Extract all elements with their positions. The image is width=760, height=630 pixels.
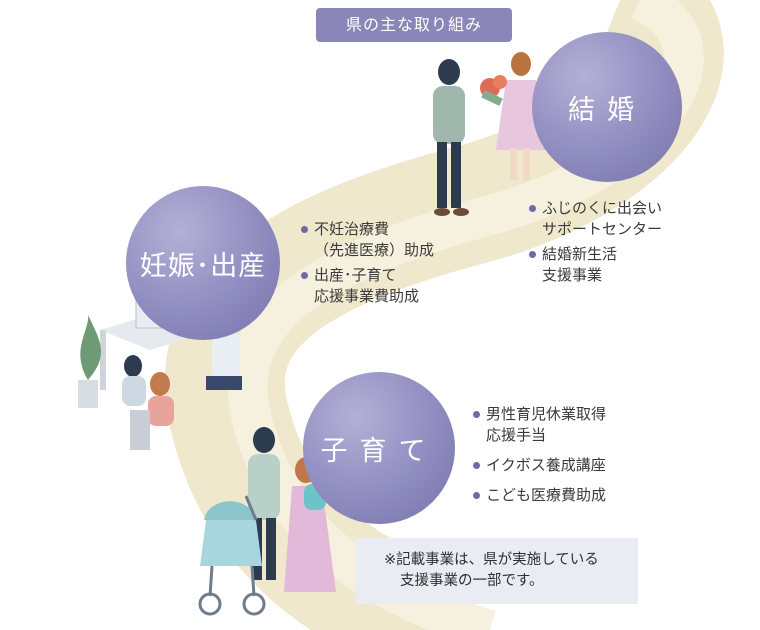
footnote-box: ※記載事業は、県が実施している 支援事業の一部です。 bbox=[356, 538, 638, 604]
list-item-line: 不妊治療費 bbox=[314, 220, 390, 238]
footnote-line: ※記載事業は、県が実施している bbox=[384, 552, 599, 568]
list-item-line: （先進医療）助成 bbox=[314, 241, 435, 259]
pregnancy-circle: 妊娠･出産 bbox=[126, 186, 280, 340]
list-item: 不妊治療費 （先進医療）助成 bbox=[300, 219, 434, 261]
list-item-line: 支援事業 bbox=[542, 266, 603, 284]
list-item-line: 応援事業費助成 bbox=[314, 287, 420, 305]
family-figures bbox=[198, 427, 336, 616]
list-item: こども医療費助成 bbox=[472, 485, 606, 506]
list-item-line: こども医療費助成 bbox=[486, 486, 607, 504]
pregnancy-title: 妊娠･出産 bbox=[139, 250, 267, 282]
list-item-line: イクボス養成講座 bbox=[486, 456, 606, 474]
list-item-line: 男性育児休業取得 bbox=[486, 405, 607, 423]
marriage-title: 結婚 bbox=[568, 94, 646, 126]
list-item-line: 結婚新生活 bbox=[542, 245, 618, 263]
list-item: 出産･子育て 応援事業費助成 bbox=[300, 265, 434, 307]
list-item-line: ふじのくに出会い bbox=[542, 199, 663, 217]
childcare-circle: 子育て bbox=[303, 372, 455, 524]
marriage-circle: 結婚 bbox=[532, 32, 682, 182]
list-item: 男性育児休業取得 応援手当 bbox=[472, 404, 606, 446]
couple-figures bbox=[433, 52, 546, 216]
list-item: 結婚新生活 支援事業 bbox=[528, 244, 662, 286]
list-item-line: 出産･子育て bbox=[314, 266, 397, 284]
footnote-line: 支援事業の一部です。 bbox=[400, 573, 544, 589]
list-item-line: 応援手当 bbox=[486, 426, 547, 444]
marriage-program-list: ふじのくに出会い サポートセンター 結婚新生活 支援事業 bbox=[528, 198, 662, 290]
section-tag: 県の主な取り組み bbox=[316, 8, 512, 42]
childcare-title: 子育て bbox=[320, 435, 438, 467]
list-item-line: サポートセンター bbox=[542, 220, 663, 238]
childcare-program-list: 男性育児休業取得 応援手当 イクボス養成講座 こども医療費助成 bbox=[472, 404, 606, 515]
list-item: ふじのくに出会い サポートセンター bbox=[528, 198, 662, 240]
list-item: イクボス養成講座 bbox=[472, 455, 606, 476]
pregnancy-program-list: 不妊治療費 （先進医療）助成 出産･子育て 応援事業費助成 bbox=[300, 219, 434, 311]
